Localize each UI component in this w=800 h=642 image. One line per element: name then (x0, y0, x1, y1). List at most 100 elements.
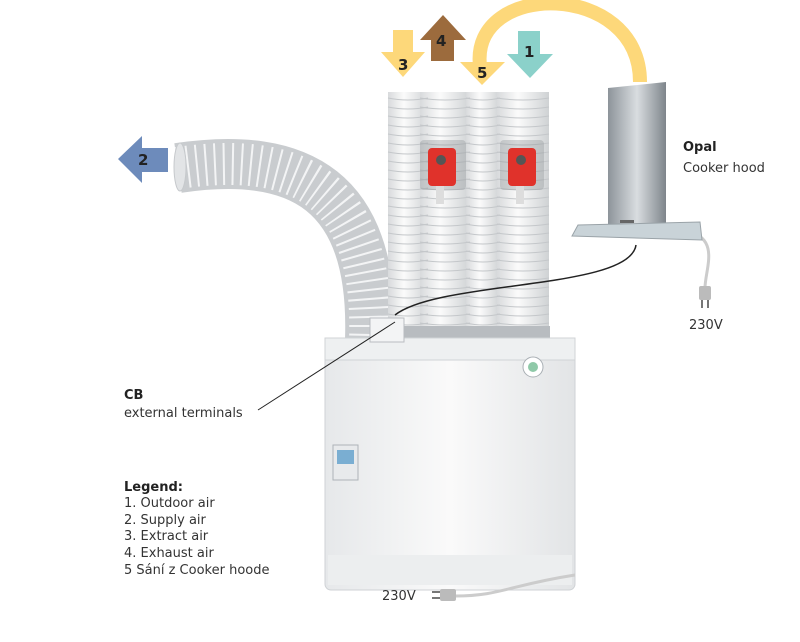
cooker-hood (571, 82, 703, 241)
arrow-1-outdoor-air: 1 (507, 31, 553, 78)
duct-ring (465, 205, 501, 209)
svg-text:3: 3 (398, 56, 408, 74)
duct-ring (496, 106, 550, 110)
duct-ring (465, 322, 501, 326)
cb-terminal-box (369, 317, 405, 343)
legend-item: 1. Outdoor air (124, 496, 215, 511)
duct-ring (465, 169, 501, 173)
arrow-5-hood-intake: 5 (460, 62, 505, 85)
duct-ring (496, 322, 550, 326)
duct-ring (465, 241, 501, 245)
duct-ring (419, 250, 471, 254)
duct-ring (419, 196, 471, 200)
duct-ring (465, 187, 501, 191)
duct-ring (496, 205, 550, 209)
duct-ring (465, 196, 501, 200)
duct-ring (496, 115, 550, 119)
duct-ring (465, 142, 501, 146)
duct-ring (496, 133, 550, 137)
flexible-supply-duct (173, 139, 396, 341)
duct-ring (419, 241, 471, 245)
duct-ring (419, 187, 471, 191)
duct-ring (419, 232, 471, 236)
hood-subtitle: Cooker hood (683, 161, 765, 176)
duct-ring (419, 295, 471, 299)
duct-ring (465, 313, 501, 317)
duct-ring (496, 295, 550, 299)
legend-item: 2. Supply air (124, 513, 206, 528)
cb-title: CB (124, 388, 144, 403)
hood-plug-icon (699, 286, 711, 308)
duct-ring (496, 304, 550, 308)
damper-actuator-right (508, 148, 536, 204)
svg-text:1: 1 (524, 43, 534, 61)
vertical-ducts (387, 92, 550, 342)
duct-ring (496, 277, 550, 281)
legend-title: Legend: (124, 480, 183, 495)
duct-ring (419, 133, 471, 137)
svg-text:2: 2 (138, 151, 148, 169)
unit-plug-icon (432, 589, 456, 601)
arrow-2-supply-air: 2 (118, 136, 168, 183)
legend-item: 4. Exhaust air (124, 546, 214, 561)
cb-subtitle: external terminals (124, 406, 243, 421)
duct-ring (419, 223, 471, 227)
duct-ring (419, 97, 471, 101)
duct-ring (419, 304, 471, 308)
duct-ring (465, 232, 501, 236)
duct-ring (465, 223, 501, 227)
duct-ring (419, 286, 471, 290)
duct-ring (496, 223, 550, 227)
duct-ring (496, 313, 550, 317)
duct-ring (465, 268, 501, 272)
duct-ring (465, 250, 501, 254)
duct-ring (465, 178, 501, 182)
duct-ring (419, 322, 471, 326)
duct-ring (419, 142, 471, 146)
duct-ring (496, 268, 550, 272)
duct-ring (419, 205, 471, 209)
duct-ring (465, 304, 501, 308)
duct-ring (465, 133, 501, 137)
legend-item: 5 Sání z Cooker hoode (124, 563, 270, 578)
svg-text:5: 5 (477, 64, 487, 82)
hood-voltage: 230V (689, 318, 723, 333)
arrow-3-extract-air: 3 (381, 30, 425, 77)
duct-ring (465, 214, 501, 218)
duct-ring (465, 277, 501, 281)
duct-ring (496, 214, 550, 218)
duct-ring (419, 277, 471, 281)
duct-ring (496, 259, 550, 263)
duct-ring (465, 97, 501, 101)
duct-ring (419, 268, 471, 272)
duct-ring (465, 259, 501, 263)
cb-leader-line (257, 321, 396, 411)
duct-ring (465, 115, 501, 119)
hood-air-arc (472, 0, 647, 83)
duct-ring (496, 232, 550, 236)
unit-voltage: 230V (382, 589, 416, 604)
hood-control-cable (394, 244, 637, 316)
duct-ring (465, 295, 501, 299)
duct-ring (465, 151, 501, 155)
duct-ring (496, 142, 550, 146)
duct-ring (419, 106, 471, 110)
duct-ring (496, 250, 550, 254)
duct-ring (419, 124, 471, 128)
duct-ring (419, 259, 471, 263)
damper-actuator-left (428, 148, 456, 204)
duct-ring (419, 214, 471, 218)
duct-ring (496, 124, 550, 128)
duct-ring (465, 124, 501, 128)
duct-ring (419, 313, 471, 317)
duct-ring (419, 115, 471, 119)
legend-item: 3. Extract air (124, 529, 209, 544)
duct-ring (496, 97, 550, 101)
hood-title: Opal (683, 140, 717, 155)
duct-ring (465, 106, 501, 110)
duct-ring (496, 241, 550, 245)
svg-text:4: 4 (436, 32, 446, 50)
arrow-4-exhaust-air: 4 (420, 15, 466, 61)
